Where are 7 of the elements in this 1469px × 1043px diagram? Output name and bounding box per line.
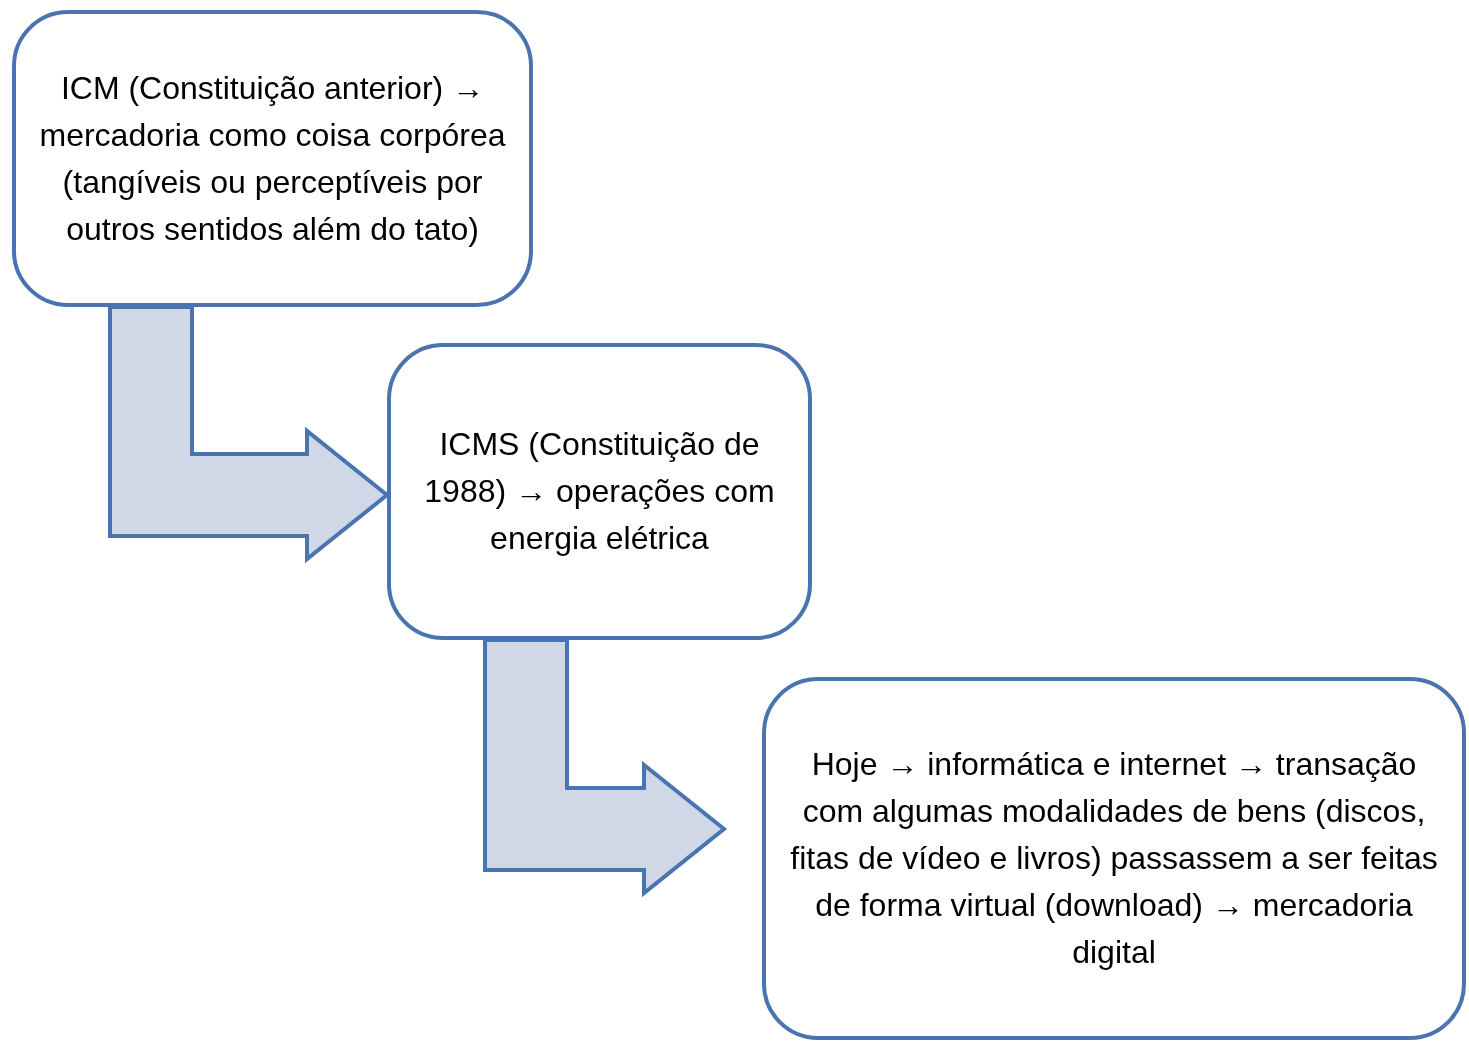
box-text: Hoje → informática e internet → transação com algumas modalidades de bens (discos, fitas de vídeo e livros) passassem a ser feitas de forma virtual (download) → mercadoria digital — [789, 745, 1439, 972]
rounded-box — [387, 343, 812, 640]
block-arrow — [483, 638, 728, 898]
box-text: ICM (Constituição anterior) → mercadoria como coisa corpórea (tangíveis ou perceptíveis por outros sentidos além do tato) — [38, 68, 507, 249]
rounded-box — [12, 10, 533, 307]
box-text: ICMS (Constituição de 1988) → operações com energia elétrica — [423, 425, 776, 558]
rounded-box — [762, 677, 1466, 1040]
